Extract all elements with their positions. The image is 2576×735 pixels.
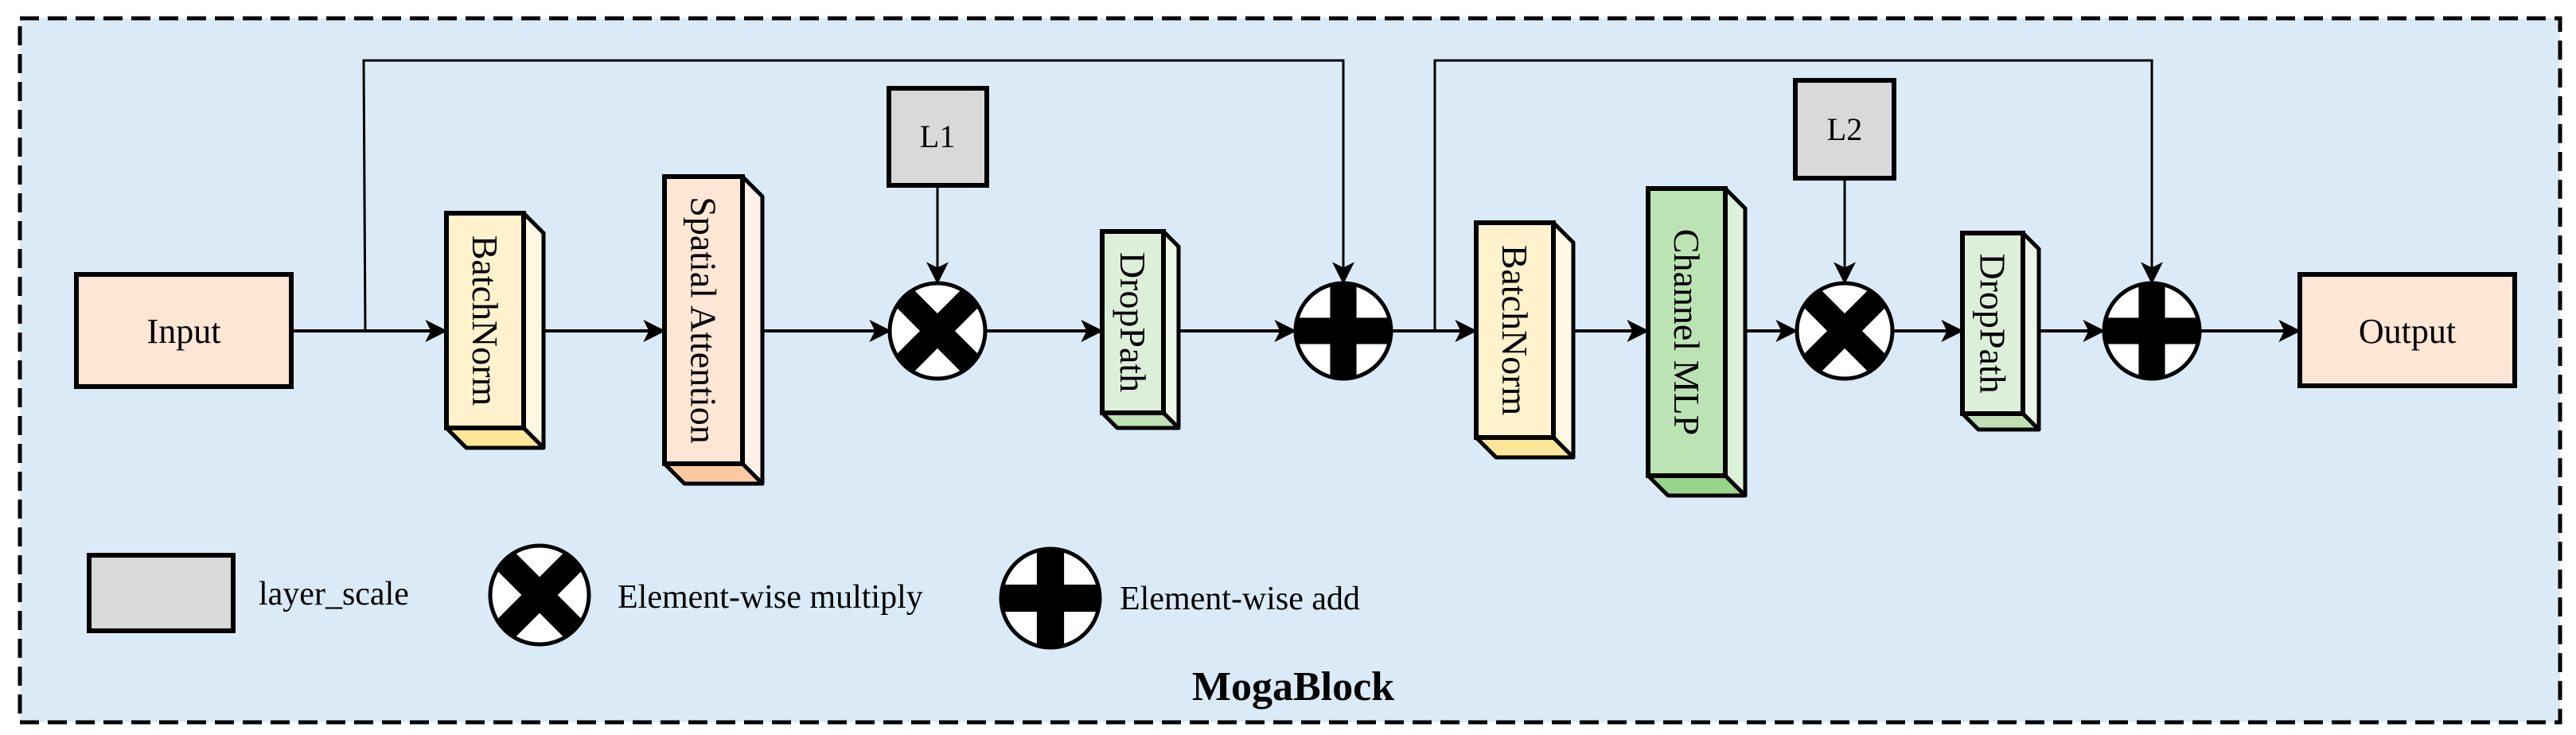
droppath-2-block: DropPath xyxy=(1960,231,2041,432)
droppath-2-front-face xyxy=(1960,231,2025,416)
layer-scale-2-node: L2 xyxy=(1793,78,1896,181)
edge-skip-input-add1 xyxy=(362,59,1354,332)
legend-add-symbol xyxy=(999,546,1102,650)
spatial-attention-label: Spatial Attention xyxy=(684,196,724,443)
legend-add-label: Element-wise add xyxy=(1120,581,1360,617)
channel-mlp-front-face xyxy=(1646,186,1728,478)
batchnorm-2-block: BatchNorm xyxy=(1474,220,1576,460)
droppath-2-label: DropPath xyxy=(1973,253,2013,393)
droppath-1-block: DropPath xyxy=(1100,229,1181,430)
legend-multiply-label: Element-wise multiply xyxy=(618,579,923,616)
spatial-attention-block: Spatial Attention xyxy=(662,174,765,486)
batchnorm-1-label: BatchNorm xyxy=(465,235,505,406)
legend: layer_scale Element-wise multiply Elemen… xyxy=(87,543,1360,650)
channel-mlp-label: Channel MLP xyxy=(1666,229,1707,435)
spatial-attention-front-face xyxy=(662,174,745,466)
legend-multiply-symbol xyxy=(488,543,591,647)
batchnorm-1-side-face xyxy=(521,211,546,450)
add-2-icon xyxy=(2102,281,2202,381)
layer-scale-1-node: L1 xyxy=(887,86,989,188)
channel-mlp-block: Channel MLP xyxy=(1646,186,1748,498)
legend-layer-scale-swatch xyxy=(87,553,236,633)
layer-scale-1-box xyxy=(887,86,989,188)
droppath-1-front-face xyxy=(1100,229,1166,415)
layer-scale-2-box xyxy=(1793,78,1896,181)
layer-scale-1-label: L1 xyxy=(920,119,955,154)
batchnorm-2-label: BatchNorm xyxy=(1495,245,1535,416)
output-node: Output xyxy=(2297,272,2517,388)
batchnorm-2-side-face xyxy=(1551,220,1576,460)
add-1-icon xyxy=(1293,281,1393,381)
output-label: Output xyxy=(2359,312,2456,351)
droppath-1-label: DropPath xyxy=(1113,252,1153,392)
batchnorm-2-front-face xyxy=(1474,220,1556,440)
batchnorm-1-bottom-face xyxy=(444,426,546,450)
edge-skip-add1-add2 xyxy=(1433,59,2163,331)
input-label: Input xyxy=(147,312,221,351)
input-box xyxy=(74,272,294,389)
batchnorm-1-block: BatchNorm xyxy=(444,211,546,450)
batchnorm-1-front-face xyxy=(444,211,526,430)
spatial-attention-bottom-face xyxy=(662,461,765,486)
edges xyxy=(291,59,2301,342)
multiply-1-icon xyxy=(887,281,988,381)
input-node: Input xyxy=(74,272,294,389)
channel-mlp-side-face xyxy=(1723,186,1748,498)
legend-layer-scale-label: layer_scale xyxy=(259,576,409,612)
channel-mlp-bottom-face xyxy=(1646,473,1748,498)
batchnorm-2-bottom-face xyxy=(1474,435,1576,460)
legend-add-icon xyxy=(999,546,1102,650)
legend-multiply-icon xyxy=(488,543,591,647)
layer-scale-2-label: L2 xyxy=(1827,111,1862,147)
diagram-title: MogaBlock xyxy=(1192,664,1394,710)
spatial-attention-side-face xyxy=(740,174,765,486)
output-box xyxy=(2297,272,2517,388)
multiply-2-icon xyxy=(1795,281,1895,381)
